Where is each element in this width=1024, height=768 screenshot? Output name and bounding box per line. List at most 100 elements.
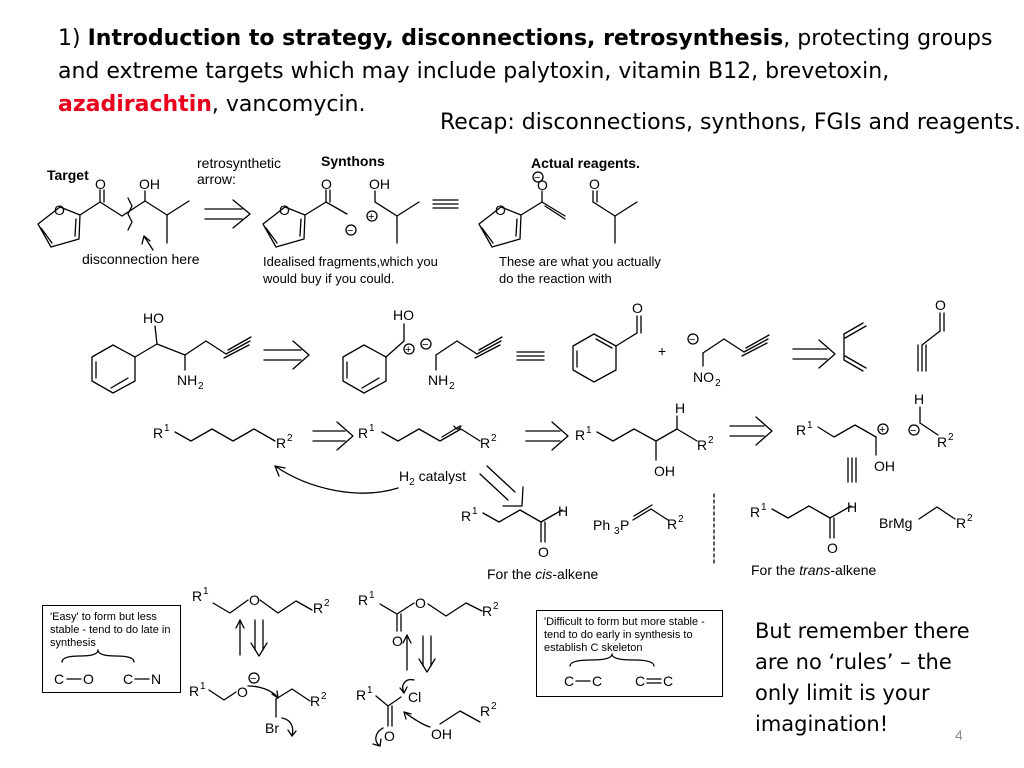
reagent1-charge: − — [534, 172, 540, 184]
ether-O: O — [249, 592, 260, 608]
alkoxide-sup1: 1 — [200, 681, 206, 692]
ester-carbonyl-O: O — [392, 633, 403, 649]
catalyst-text: catalyst — [414, 468, 467, 484]
heading-text: , protecting groups and extreme targets … — [58, 26, 993, 84]
difficult-C3: C — [635, 673, 645, 689]
retrosynthetic-arrow-4 — [312, 421, 354, 451]
cis-word: cis — [535, 566, 553, 582]
easy-note: 'Easy' to form but less stable - tend to… — [50, 611, 171, 649]
ester-O-link: O — [415, 595, 426, 611]
h2-subscript: 2 — [409, 476, 415, 488]
grignard-BrMg: BrMg — [879, 515, 912, 531]
synthon2-charge: + — [368, 211, 374, 223]
row2-synthon-anion-charge: − — [422, 339, 428, 351]
actual-reagents-label: Actual reagents. — [531, 155, 640, 171]
alkane-sup1: 1 — [164, 423, 170, 434]
row2-synthon-sub: 2 — [449, 381, 455, 392]
acyl-O: O — [384, 728, 395, 744]
alkoxide-alkyl-bromide: R 1 O − R 2 Br — [189, 672, 327, 737]
synthon-alcohol-cation: OH + — [366, 176, 420, 244]
alcohol-sup1: 1 — [586, 425, 592, 436]
difficult-note: 'Difficult to form but more stable - ten… — [544, 616, 705, 654]
row2-target-HO: HO — [143, 310, 164, 326]
ester-molecule: R 1 O O R 2 — [358, 590, 499, 649]
reagent1-ring-O: O — [495, 202, 506, 218]
bromide-Br: Br — [265, 720, 279, 736]
cis-aldehyde: R 1 H O — [461, 503, 568, 560]
cyclohexadiene-aldehyde: O — [572, 300, 643, 383]
difficult-bonds-box: 'Difficult to form but more stable - ten… — [536, 610, 723, 697]
anion-R2: R — [937, 434, 947, 450]
difficult-bonds-examples: C C C C — [564, 653, 673, 689]
trans-alkene-label: For the trans-alkene — [751, 562, 876, 578]
cis-prefix: For the — [487, 566, 536, 582]
difficult-C2: C — [592, 673, 602, 689]
recap-subtitle: Recap: disconnections, synthons, FGIs an… — [440, 110, 1021, 135]
row2-synthon-cation: HO + — [342, 307, 415, 394]
idealised-line-2: would buy if you could. — [263, 271, 395, 286]
alcohol-R2-row4: R — [480, 703, 490, 719]
butadiene — [843, 322, 867, 372]
synthons-label: Synthons — [321, 153, 385, 169]
ether-sup2: 2 — [324, 598, 330, 609]
actual-reagents-note: These are what you actually do the react… — [499, 253, 661, 287]
row2-synthon-charge: + — [405, 344, 411, 356]
target-label: Target — [47, 167, 89, 183]
alkane-sup2: 2 — [287, 433, 293, 444]
easy-bonds-examples: C O C N — [54, 649, 161, 687]
synthon1-O: O — [321, 176, 332, 192]
target-ring-O: O — [54, 202, 65, 218]
retrosynthetic-arrow-6 — [729, 416, 773, 446]
ester-sup1: 1 — [369, 590, 375, 601]
page-number: 4 — [955, 727, 963, 743]
reagent-aldehyde: O — [589, 176, 638, 244]
cis-aldehyde-H: H — [558, 503, 568, 519]
alkoxide-R1: R — [189, 683, 199, 699]
retrosynthetic-arrow-5 — [525, 421, 569, 451]
alcohol-H: H — [675, 400, 685, 416]
alkene-sup1: 1 — [369, 423, 375, 434]
retrosynthetic-arrow-1 — [204, 199, 251, 229]
alkane-target: R 1 R 2 — [153, 423, 293, 451]
reagent1-O: O — [537, 177, 548, 193]
idealised-line-1: Idealised fragments,which you — [263, 254, 438, 269]
trans-aldehyde: R 1 H O — [750, 499, 857, 556]
synthon1-charge: − — [347, 225, 353, 237]
target-OH: OH — [139, 176, 160, 192]
easy-O: O — [83, 671, 94, 687]
secondary-alcohol: R 1 H R 2 OH — [575, 400, 714, 479]
alcohol-sup2: 2 — [708, 435, 714, 446]
ylide-sup2: 2 — [678, 514, 684, 525]
trans-aldehyde-R1: R — [750, 504, 760, 520]
difficult-C4: C — [663, 673, 673, 689]
trans-suffix: -alkene — [830, 562, 877, 578]
alcohol-OH-row4: OH — [431, 726, 452, 742]
alkene-R1: R — [358, 425, 368, 441]
cation-sup1: 1 — [807, 420, 813, 431]
easy-C2: C — [123, 671, 133, 687]
arrow-label-line-2: arrow: — [197, 171, 236, 187]
acyl-sup1: 1 — [367, 685, 373, 696]
equivalence-sign-1 — [432, 199, 459, 209]
ester-R2: R — [482, 603, 492, 619]
alcohol-sup2-row4: 2 — [491, 701, 497, 712]
cation-charge: + — [879, 424, 885, 436]
nitro-anion-charge: − — [689, 334, 695, 346]
alkene-intermediate: R 1 R 2 — [358, 423, 497, 451]
ester-forward-retro-arrows — [402, 634, 436, 673]
actual-line-1: These are what you actually — [499, 254, 661, 269]
retrosynthetic-arrow-2 — [263, 340, 310, 370]
trans-word: trans — [799, 562, 831, 578]
heading-text-end: , vancomycin. — [211, 92, 366, 117]
alkane-R2: R — [276, 435, 286, 451]
alcohol-R1: R — [575, 427, 585, 443]
ylide-sub3: 3 — [614, 526, 620, 537]
phosphonium-ylide: Ph 3 P R 2 — [593, 504, 684, 537]
reagent2-O: O — [589, 176, 600, 192]
synthon2-OH: OH — [369, 176, 390, 192]
row2-plus: + — [658, 343, 666, 359]
acyl-chloride-alcohol: R 1 Cl O OH R 2 — [356, 678, 497, 747]
row2-aldehyde-O: O — [632, 300, 643, 316]
propynal: O — [917, 297, 946, 372]
